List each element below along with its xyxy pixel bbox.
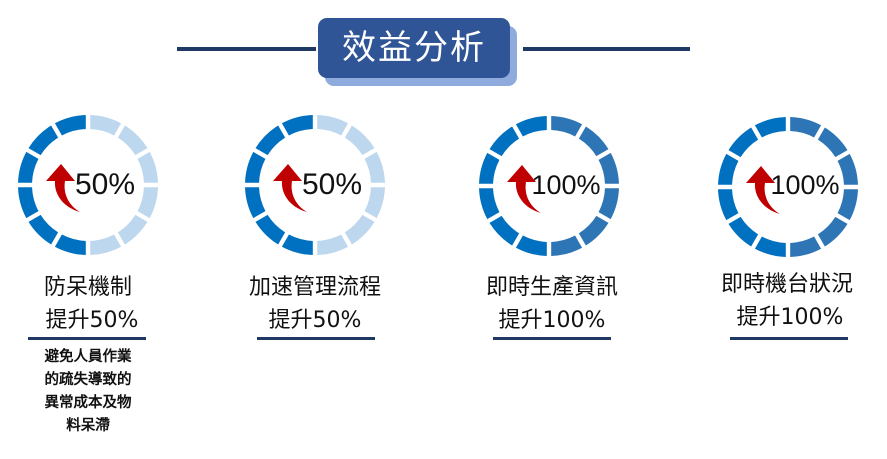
up-arrow-icon <box>273 164 307 212</box>
ring-segment <box>754 236 786 257</box>
ring-segment <box>515 116 547 137</box>
ring-segment <box>90 115 122 136</box>
note-line: 的疏失導致的 <box>44 372 132 388</box>
ring-segment <box>18 187 39 219</box>
ring-segment <box>344 214 375 245</box>
ring-segment <box>255 214 286 245</box>
percent-text-2: 50% <box>301 168 363 201</box>
ring-segment <box>54 115 86 136</box>
ring-segment <box>255 125 286 156</box>
ring-segment <box>137 187 158 219</box>
ring-segment <box>837 189 858 221</box>
ring-segment <box>718 153 739 185</box>
ring-segment <box>18 151 39 183</box>
ring-segment <box>728 216 759 247</box>
ring-segment <box>245 187 266 219</box>
ring-segment <box>117 125 148 156</box>
ring-segment <box>790 236 822 257</box>
ring-segment <box>317 115 349 136</box>
ring-segment <box>479 188 500 220</box>
ring-segment <box>598 188 619 220</box>
ring-segment <box>718 189 739 221</box>
ring-segment <box>754 117 786 138</box>
ring-segment <box>28 214 59 245</box>
label-value-3: 提升100% <box>498 308 606 333</box>
ring-segment <box>281 234 313 255</box>
percent-text-3: 100% <box>531 170 601 200</box>
underline-2 <box>257 337 375 340</box>
ring-segment <box>551 116 583 137</box>
label-title-2: 加速管理流程 <box>248 275 381 300</box>
note-line: 料呆滯 <box>66 418 110 434</box>
up-arrow-icon <box>507 165 541 213</box>
ring-segment <box>344 125 375 156</box>
ring-segment <box>90 234 122 255</box>
ring-segment <box>790 117 822 138</box>
ring-segment <box>578 215 609 246</box>
note-line: 避免人員作業 <box>44 349 132 365</box>
label-value-2: 提升50% <box>268 308 362 333</box>
ring-segment <box>728 127 759 158</box>
label-value-1: 提升50% <box>45 308 139 333</box>
up-arrow-icon <box>46 164 80 212</box>
ring-segment <box>837 153 858 185</box>
title-line-left <box>177 47 316 51</box>
ring-segment <box>489 215 520 246</box>
ring-segment <box>479 152 500 184</box>
ring-segment <box>578 126 609 157</box>
title-line-right <box>523 47 690 51</box>
label-title-4: 即時機台狀況 <box>720 272 853 297</box>
label-title-3: 即時生產資訊 <box>485 275 618 300</box>
underline-3 <box>493 337 611 340</box>
title-banner: 效益分析 <box>318 18 510 78</box>
ring-segment <box>317 234 349 255</box>
ring-segment <box>489 126 520 157</box>
ring-segment <box>281 115 313 136</box>
ring-segment <box>598 152 619 184</box>
ring-segment <box>117 214 148 245</box>
underline-4 <box>730 337 848 340</box>
up-arrow-icon <box>746 166 780 214</box>
underline-1 <box>28 337 146 340</box>
ring-segment <box>817 216 848 247</box>
ring-segment <box>54 234 86 255</box>
ring-segment <box>28 125 59 156</box>
percent-text-4: 100% <box>770 170 840 200</box>
ring-segment <box>364 151 385 183</box>
ring-segment <box>515 235 547 256</box>
ring-segment <box>137 151 158 183</box>
ring-segment <box>364 187 385 219</box>
label-value-4: 提升100% <box>736 305 844 330</box>
ring-segment <box>245 151 266 183</box>
note-line: 異常成本及物 <box>44 395 132 411</box>
ring-segment <box>551 235 583 256</box>
label-title-1: 防呆機制 <box>43 275 132 300</box>
percent-text-1: 50% <box>74 168 136 201</box>
ring-segment <box>817 127 848 158</box>
note-text: 避免人員作業 的疏失導致的 異常成本及物 料呆滯 <box>20 346 156 438</box>
